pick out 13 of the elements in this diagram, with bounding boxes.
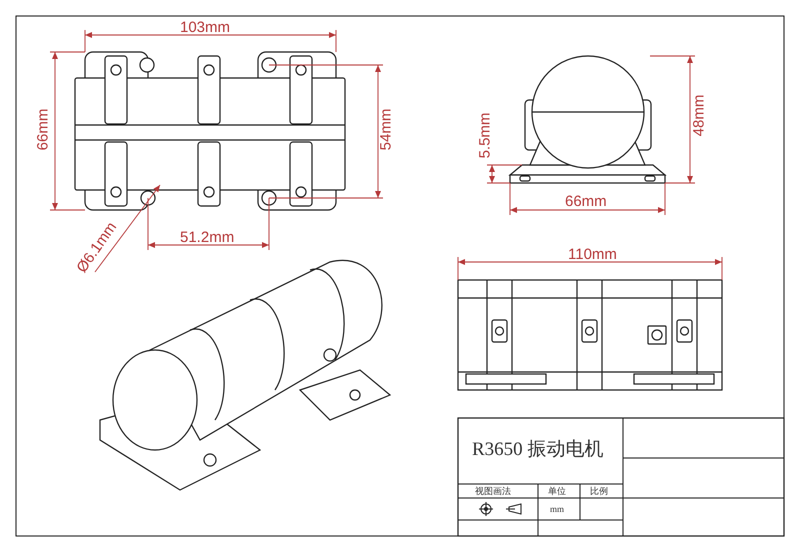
dimension-label: 66mm: [565, 194, 607, 209]
drawing-title: R3650 振动电机: [472, 440, 604, 459]
dimension-label: 48mm: [691, 94, 706, 136]
dimension-label: 103mm: [180, 20, 230, 35]
table-header: 比例: [590, 487, 608, 496]
dimension-label: 51.2mm: [180, 230, 234, 245]
table-header: 视图画法: [475, 487, 511, 496]
dimension-label: 66mm: [35, 108, 50, 150]
table-cell: mm: [550, 505, 564, 514]
dimension-label: 54mm: [378, 108, 394, 150]
table-header: 单位: [548, 487, 566, 496]
dimension-label: 110mm: [568, 247, 617, 262]
dimension-label: 5.5mm: [477, 112, 492, 158]
